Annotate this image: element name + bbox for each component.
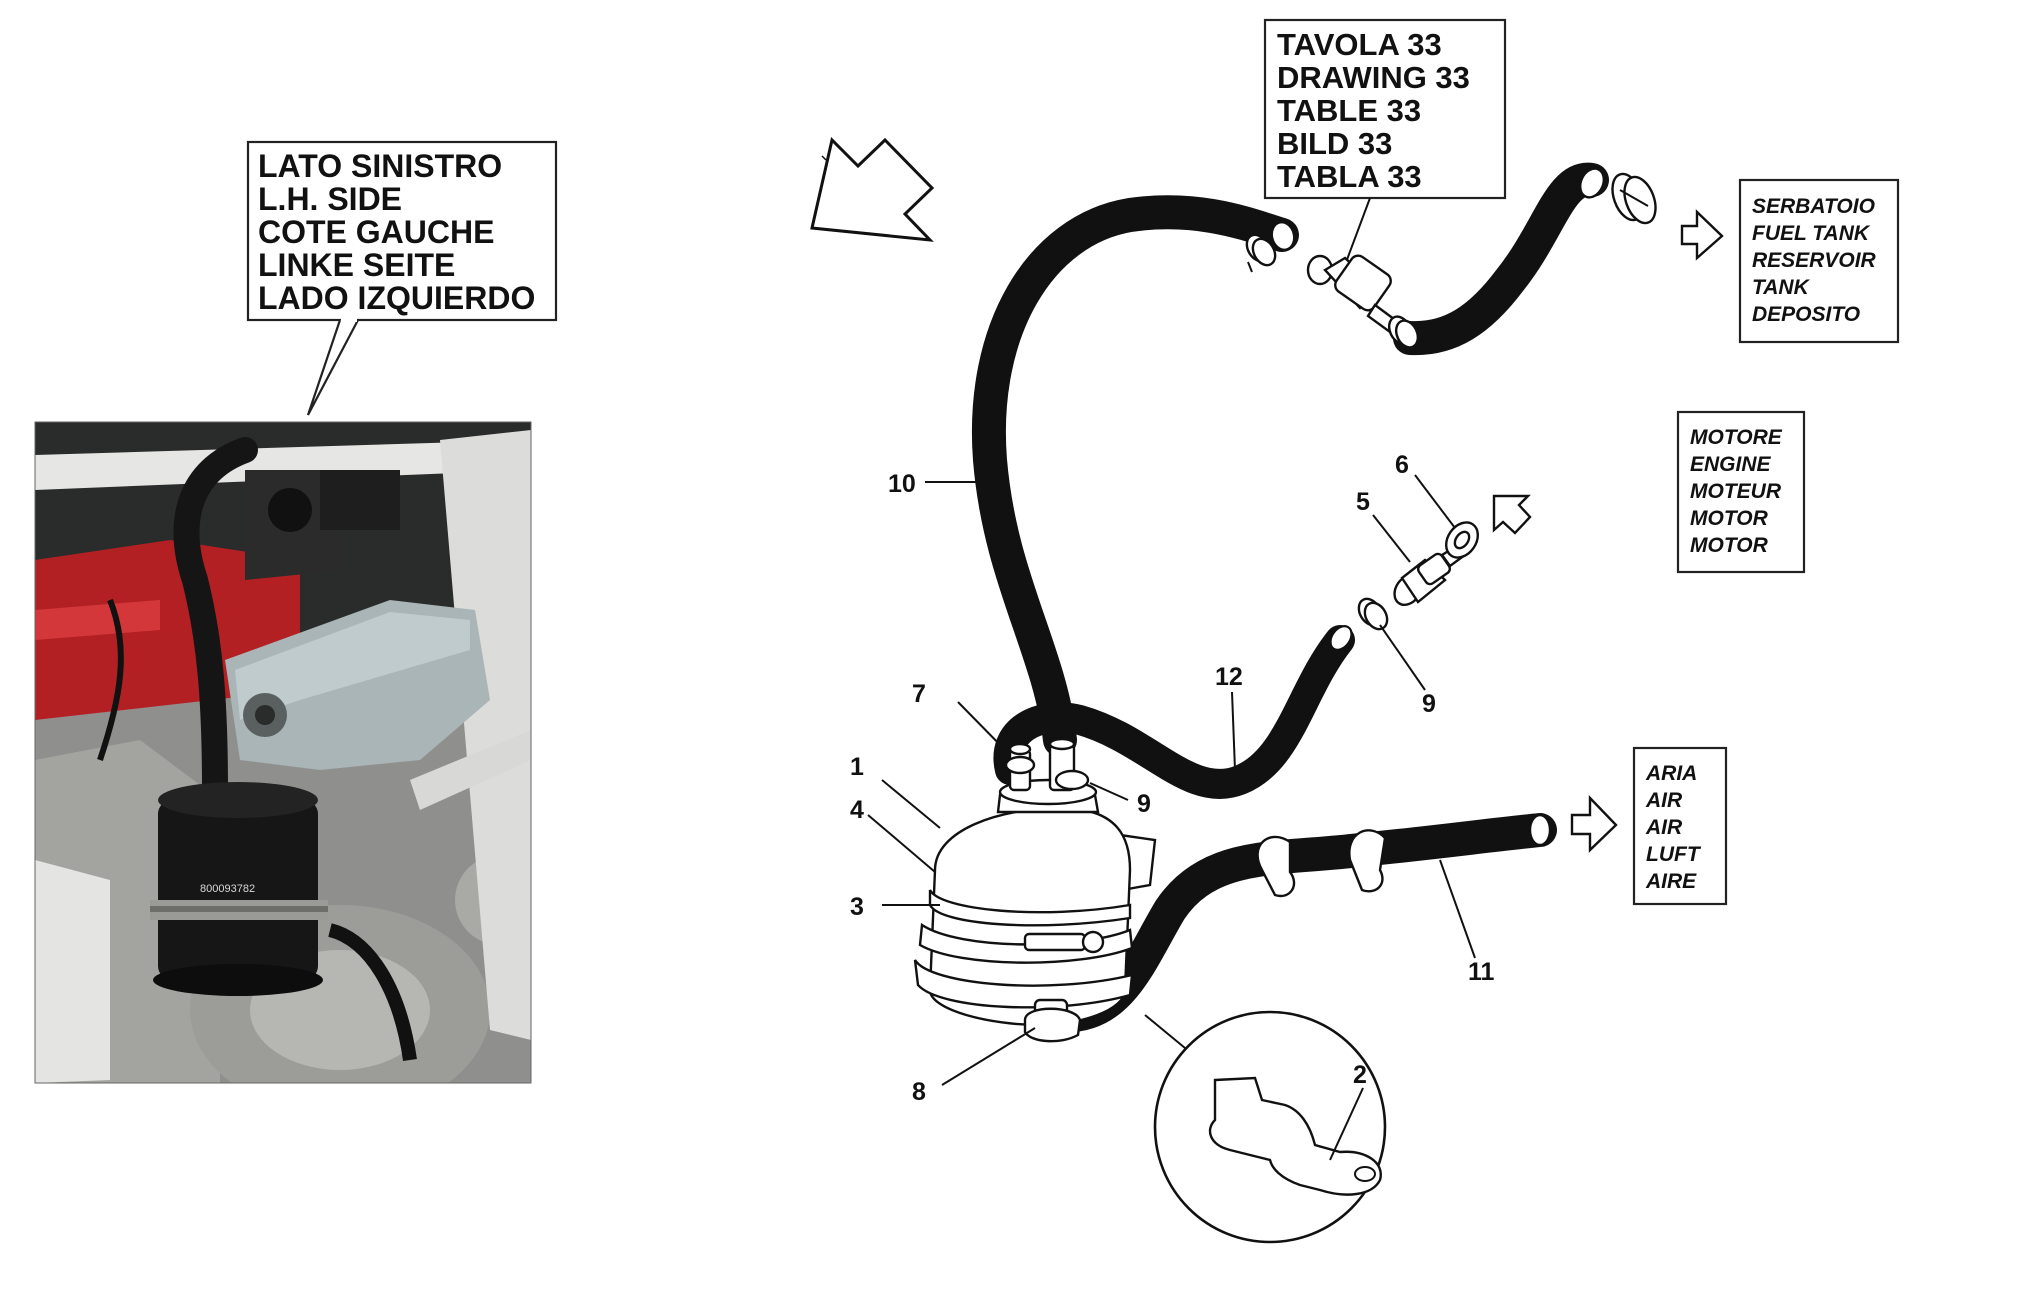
drawing-ref-leader — [1344, 197, 1371, 266]
clamp-8 — [1023, 1007, 1082, 1043]
breather-canister — [913, 737, 1157, 1038]
washer-6 — [1444, 521, 1480, 559]
bracket-2 — [1208, 1076, 1382, 1196]
air-destination-label: ARIA AIR AIR LUFT AIRE — [1632, 746, 1728, 906]
fuel-tank-line-4: TANK — [1752, 276, 1811, 299]
clamp-9-canister — [1054, 769, 1090, 791]
part-number-9-engine: 9 — [1422, 690, 1436, 718]
fuel-tank-line-1: SERBATOIO — [1752, 195, 1875, 218]
photo-label-line-3: COTE GAUCHE — [258, 214, 494, 250]
fuel-tank-hose — [1393, 162, 1609, 356]
engine-line-4: MOTOR — [1690, 507, 1769, 530]
front-direction-arrow-icon — [810, 137, 935, 242]
part-number-9-canister: 9 — [1137, 790, 1151, 818]
engine-line-2: ENGINE — [1690, 453, 1772, 476]
air-line-5: AIRE — [1645, 870, 1697, 893]
fitting-5 — [1393, 543, 1467, 607]
leader-lines — [867, 474, 1476, 1161]
engine-line-5: MOTOR — [1690, 534, 1769, 557]
fuel-valve — [1306, 254, 1400, 334]
fuel-tank-destination-label: SERBATOIO FUEL TANK RESERVOIR TANK DEPOS… — [1738, 178, 1900, 344]
air-line-2: AIR — [1645, 789, 1683, 812]
drawing-reference-label: TAVOLA 33 DRAWING 33 TABLE 33 BILD 33 TA… — [1263, 18, 1507, 200]
clamp-fuel-valve-left — [1245, 233, 1277, 273]
part-number-10: 10 — [888, 470, 916, 498]
photo-part-code: 800093782 — [200, 883, 255, 895]
part-number-1: 1 — [850, 753, 864, 781]
fuel-tank-line-5: DEPOSITO — [1752, 303, 1860, 326]
hose-12 — [993, 625, 1355, 799]
engine-line-1: MOTORE — [1690, 426, 1783, 449]
engine-photo: 800093782 — [34, 421, 532, 1084]
part-number-5: 5 — [1356, 488, 1370, 516]
detail-magnifier — [1144, 1010, 1387, 1244]
part-numbers: 10 7 1 4 3 8 9 12 9 5 6 11 2 — [850, 451, 1495, 1106]
fuel-tank-hose-clamp — [1611, 172, 1657, 225]
air-line-3: AIR — [1645, 816, 1683, 839]
photo-label-line-4: LINKE SEITE — [258, 247, 455, 283]
part-number-7: 7 — [912, 680, 926, 708]
engine-line-3: MOTEUR — [1690, 480, 1782, 503]
photo-label-line-5: LADO IZQUIERDO — [258, 280, 535, 316]
photo-side-label: LATO SINISTRO L.H. SIDE COTE GAUCHE LINK… — [246, 140, 558, 416]
drawing-ref-line-5: TABLA 33 — [1277, 159, 1422, 194]
clamp-9-engine — [1357, 597, 1389, 631]
part-number-12: 12 — [1215, 663, 1243, 691]
drawing-ref-line-4: BILD 33 — [1277, 126, 1392, 161]
to-engine-arrow-icon — [1492, 494, 1532, 535]
part-number-3: 3 — [850, 893, 864, 921]
part-number-8: 8 — [912, 1078, 926, 1106]
photo-label-line-2: L.H. SIDE — [258, 181, 402, 217]
to-air-arrow-icon — [1570, 795, 1618, 853]
to-fuel-tank-arrow-icon — [1680, 209, 1724, 261]
part-number-4: 4 — [850, 796, 864, 824]
drawing-ref-line-1: TAVOLA 33 — [1277, 27, 1442, 62]
fuel-tank-line-3: RESERVOIR — [1752, 249, 1877, 272]
part-number-2: 2 — [1353, 1061, 1367, 1089]
photo-label-line-1: LATO SINISTRO — [258, 148, 502, 184]
part-number-6: 6 — [1395, 451, 1409, 479]
air-line-4: LUFT — [1646, 843, 1702, 866]
engine-destination-label: MOTORE ENGINE MOTEUR MOTOR MOTOR — [1676, 410, 1806, 574]
drawing-ref-line-2: DRAWING 33 — [1277, 60, 1470, 95]
hose-10 — [971, 195, 1299, 757]
fuel-tank-line-2: FUEL TANK — [1752, 222, 1871, 245]
clamp-fuel-valve-right — [1387, 315, 1420, 349]
air-line-1: ARIA — [1645, 762, 1697, 785]
drawing-ref-line-3: TABLE 33 — [1277, 93, 1421, 128]
part-number-11: 11 — [1468, 958, 1495, 986]
clamp-7 — [1004, 755, 1036, 775]
